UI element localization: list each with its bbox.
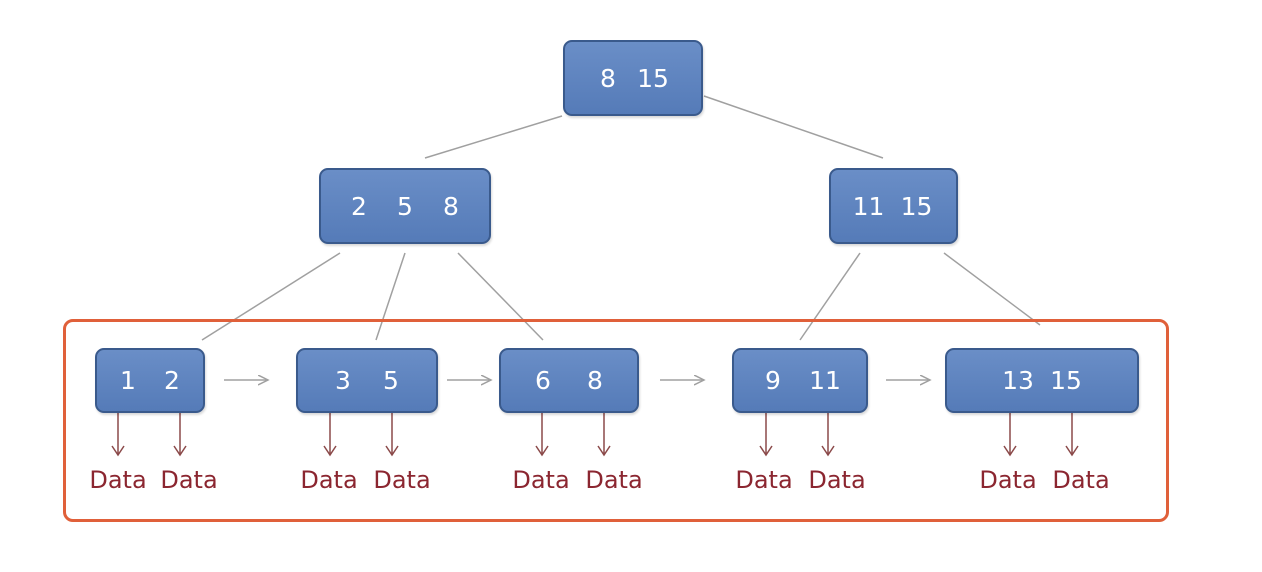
node-key: 11 <box>809 366 841 395</box>
node-key: 3 <box>335 366 351 395</box>
data-label: Data <box>808 466 866 494</box>
node-key: 15 <box>900 191 933 221</box>
node-key: 11 <box>852 191 885 221</box>
node-key: 2 <box>351 191 367 221</box>
leaf-node-5: 13 15 <box>945 348 1139 413</box>
node-key: 15 <box>637 63 669 93</box>
edge-internal1-leaf2 <box>375 252 406 341</box>
data-label: Data <box>585 466 643 494</box>
data-label: Data <box>512 466 570 494</box>
edge-internal1-leaf3 <box>457 252 544 341</box>
data-label: Data <box>89 466 147 494</box>
data-label: Data <box>979 466 1037 494</box>
leaf-node-1: 1 2 <box>95 348 205 413</box>
node-key: 1 <box>120 366 136 395</box>
edge-root-left <box>424 115 563 159</box>
edge-internal2-leaf4 <box>799 252 861 341</box>
node-key: 6 <box>535 366 551 395</box>
edge-root-right <box>703 95 884 159</box>
data-label: Data <box>373 466 431 494</box>
node-key: 8 <box>587 366 603 395</box>
internal-node-right: 11 15 <box>829 168 958 244</box>
node-key: 2 <box>164 366 180 395</box>
node-key: 15 <box>1050 366 1082 395</box>
root-node: 8 15 <box>563 40 703 116</box>
node-key: 13 <box>1002 366 1034 395</box>
node-key: 5 <box>383 366 399 395</box>
leaf-node-2: 3 5 <box>296 348 438 413</box>
data-label: Data <box>735 466 793 494</box>
node-key: 5 <box>397 191 413 221</box>
edge-internal2-leaf5 <box>943 252 1041 326</box>
data-label: Data <box>1052 466 1110 494</box>
data-label: Data <box>300 466 358 494</box>
leaf-node-4: 9 11 <box>732 348 868 413</box>
leaf-level-highlight-frame <box>63 319 1169 522</box>
node-key: 8 <box>600 63 616 93</box>
data-label: Data <box>160 466 218 494</box>
node-key: 9 <box>765 366 781 395</box>
edge-internal1-leaf1 <box>201 252 341 341</box>
node-key: 8 <box>443 191 459 221</box>
leaf-node-3: 6 8 <box>499 348 639 413</box>
internal-node-left: 2 5 8 <box>319 168 491 244</box>
